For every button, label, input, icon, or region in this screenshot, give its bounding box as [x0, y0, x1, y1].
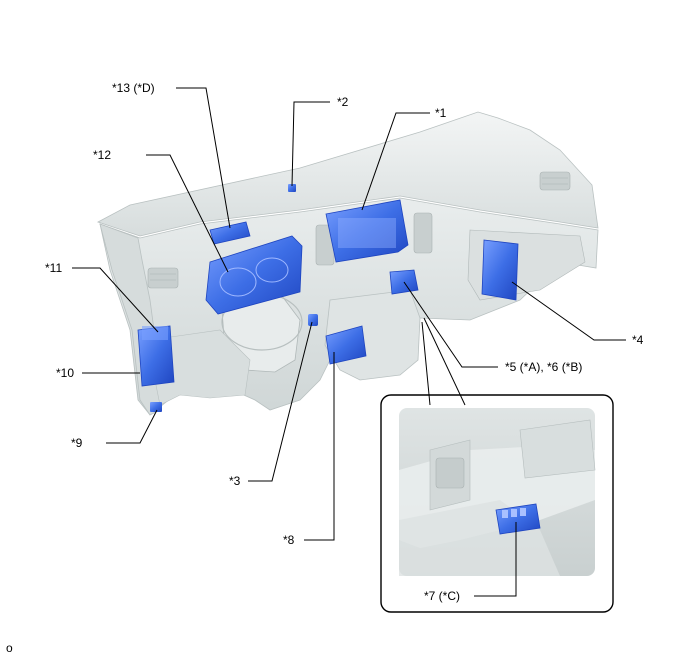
component-13 [209, 221, 251, 245]
component-11 [142, 326, 168, 340]
label-4: *4 [632, 333, 644, 347]
label-2: *2 [337, 95, 349, 109]
figure-code: o [6, 641, 13, 655]
label-1: *1 [435, 106, 447, 120]
label-10: *10 [56, 366, 74, 380]
label-12: *12 [93, 148, 111, 162]
label-3: *3 [229, 474, 241, 488]
callout-labels: *13 (*D) *2 *1 *12 *11 *10 *9 *4 *5 (*A)… [6, 81, 644, 655]
component-1 [325, 199, 409, 263]
component-4 [481, 239, 519, 301]
component-8 [325, 325, 367, 365]
detail-inset [380, 394, 614, 613]
label-9: *9 [71, 436, 83, 450]
inset-callout-line-right [423, 317, 466, 406]
leader-lines [72, 87, 626, 597]
component-3 [308, 314, 318, 326]
label-8: *8 [283, 533, 295, 547]
label-11: *11 [45, 261, 62, 275]
label-13: *13 (*D) [112, 81, 155, 95]
instrument-panel-illustration [96, 111, 599, 416]
component-9 [150, 402, 162, 412]
label-7: *7 (*C) [424, 589, 460, 603]
components [137, 184, 519, 412]
label-5-6: *5 (*A), *6 (*B) [505, 360, 582, 374]
component-2 [288, 184, 296, 192]
inset-callout-line-left [421, 321, 431, 406]
